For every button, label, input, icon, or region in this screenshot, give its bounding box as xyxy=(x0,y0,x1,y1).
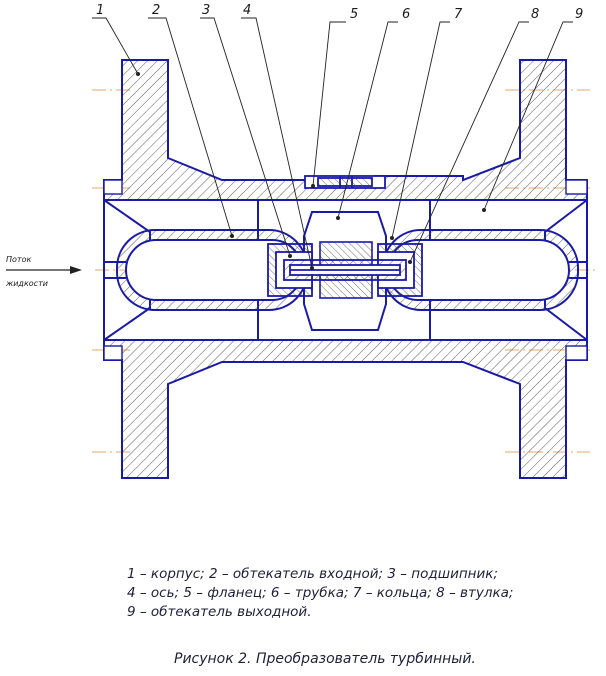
figure-caption: Рисунок 2. Преобразователь турбинный. xyxy=(174,651,476,667)
bearing-assembly xyxy=(267,243,423,297)
callout-7: 7 xyxy=(454,7,463,22)
callout-1: 1 xyxy=(96,3,104,18)
outlet-fairing-part-9 xyxy=(382,199,588,341)
flow-label-line-2: жидкости xyxy=(5,279,48,288)
flange-openings xyxy=(103,179,588,361)
flow-arrow xyxy=(6,266,82,274)
callout-2: 2 xyxy=(152,3,160,18)
legend-line-1: 1 – корпус; 2 – обтекатель входной; 3 – … xyxy=(127,566,498,582)
flange-part-5 xyxy=(304,175,386,189)
callout-leaders xyxy=(92,17,573,269)
housing-bottom xyxy=(103,339,588,479)
callout-5: 5 xyxy=(350,7,358,22)
legend-line-3: 9 – обтекатель выходной. xyxy=(127,604,312,620)
flow-label-line-1: Поток xyxy=(6,255,31,264)
callout-3: 3 xyxy=(202,3,210,18)
callout-dots xyxy=(136,72,486,270)
turbine-converter-drawing: Поток жидкости 1 2 3 4 5 6 7 8 9 xyxy=(5,3,595,479)
callout-8: 8 xyxy=(531,7,539,22)
callout-6: 6 xyxy=(402,7,410,22)
legend-line-2: 4 – ось; 5 – фланец; 6 – трубка; 7 – кол… xyxy=(127,585,514,601)
parts-legend: 1 – корпус; 2 – обтекатель входной; 3 – … xyxy=(127,565,597,622)
callout-4: 4 xyxy=(243,3,251,18)
callout-9: 9 xyxy=(575,7,583,22)
housing-top xyxy=(103,59,588,201)
inlet-fairing-part-2 xyxy=(103,199,308,341)
